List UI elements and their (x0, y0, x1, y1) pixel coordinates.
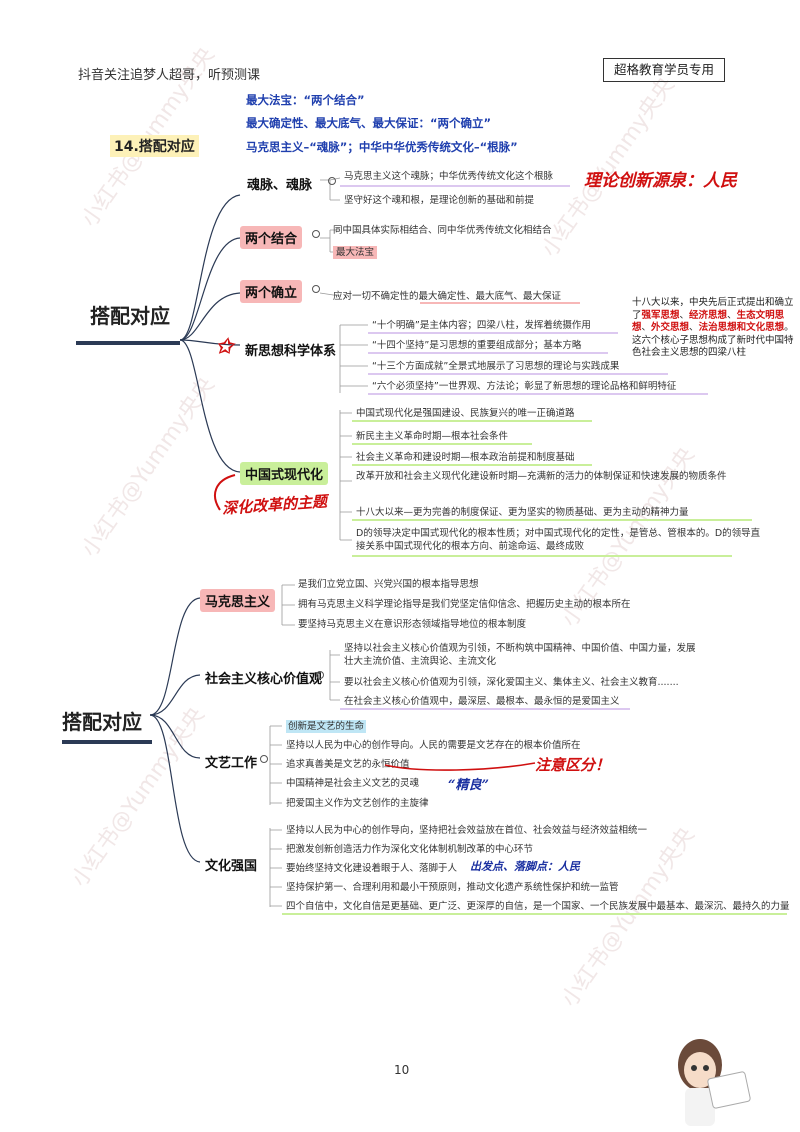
underline-bar (340, 708, 630, 710)
collapse-circle-icon (316, 671, 324, 679)
page-number: 10 (394, 1063, 410, 1077)
map2-leaf: 坚持保护第一、合理利用和最小干预原则，推动文化遗产系统性保护和统一监管 (286, 882, 619, 893)
collapse-circle-icon (260, 755, 268, 763)
underline-bar (352, 443, 532, 445)
map2-leaf: 坚持以人民为中心的创作导向，坚持把社会效益放在首位、社会效益与经济效益相统一 (286, 825, 648, 836)
map2-leaf: 四个自信中，文化自信是更基础、更广泛、更深厚的自信，是一个国家、一个民族发展中最… (286, 901, 790, 912)
map2-leaf: 坚持以社会主义核心价值观为引领，不断构筑中国精神、中国价值、中国力量，发展壮大主… (344, 643, 696, 667)
avatar-illustration (678, 1039, 751, 1126)
map2-leaf: 坚持以人民为中心的创作导向。人民的需要是文艺存在的根本价值所在 (286, 740, 581, 751)
map2-leaf: 要坚持马克思主义在意识形态领域指导地位的根本制度 (298, 619, 527, 630)
underline-bar (368, 373, 668, 375)
map1-leaf: 应对一切不确定性的最大确定性、最大底气、最大保证 (333, 291, 562, 302)
handwritten-note: 出发点、落脚点：人民 (470, 860, 580, 873)
map1-leaf: 坚守好这个魂和根，是理论创新的基础和前提 (344, 195, 535, 206)
underline-bar (420, 302, 580, 304)
map2-branch-hexin-jiazhiguan: 社会主义核心价值观 (205, 672, 323, 687)
map2-leaf: 追求真善美是文艺的永恒价值 (286, 759, 410, 770)
section-label: 14.搭配对应 (110, 135, 199, 157)
map2-leaf: 在社会主义核心价值观中，最深层、最根本、最永恒的是爱国主义 (344, 696, 620, 707)
underline-bar (368, 352, 608, 354)
map1-leaf: 最大法宝 (333, 246, 378, 259)
handwritten-note: “精良” (448, 778, 489, 793)
map1-leaf: 同中国具体实际相结合、同中华优秀传统文化相结合 (333, 225, 552, 236)
map1-branch-zhongguoshi: 中国式现代化 (240, 462, 329, 485)
map1-branch-hunmai: 魂脉、魂脉 (247, 178, 313, 193)
map1-leaf: 马克思主义这个魂脉；中华优秀传统文化这个根脉 (344, 171, 554, 182)
header-left-text: 抖音关注追梦人超哥，听预测课 (78, 68, 261, 83)
underline-bar (352, 519, 752, 521)
map2-branch-makesi: 马克思主义 (200, 589, 276, 612)
collapse-circle-icon (312, 230, 320, 238)
handwritten-note: 理论创新源泉：人民 (584, 171, 737, 191)
underline-bar (368, 393, 708, 395)
map1-branch-liangge-queli: 两个确立 (240, 280, 303, 303)
map1-leaf: 新民主主义革命时期—根本社会条件 (356, 431, 509, 442)
map1-leaf: 社会主义革命和建设时期—根本政治前提和制度基础 (356, 452, 575, 463)
map1-leaf: “六个必须坚持”一世界观、方法论；彰显了新思想的理论品格和鲜明特征 (372, 381, 677, 392)
intro-line-2: 最大确定性、最大底气、最大保证：“两个确立” (246, 116, 492, 130)
underline-bar (340, 185, 570, 187)
underline-bar (352, 420, 592, 422)
collapse-circle-icon (312, 285, 320, 293)
underline-bar (352, 464, 592, 466)
map1-leaf: 中国式现代化是强国建设、民族复兴的唯一正确道路 (356, 408, 575, 419)
map1-root-underline (76, 341, 180, 345)
map2-branch-wenhua-qiangguo: 文化强国 (205, 859, 258, 874)
underline-bar (282, 913, 787, 915)
map2-leaf: 把激发创新创造活力作为深化文化体制机制改革的中心环节 (286, 844, 534, 855)
map1-leaf: “十四个坚持”是习思想的重要组成部分；基本方略 (372, 340, 582, 351)
map1-leaf: 改革开放和社会主义现代化建设新时期—充满新的活力的体制保证和快速发展的物质条件 (356, 471, 727, 482)
underline-bar (368, 332, 618, 334)
map2-leaf: 拥有马克思主义科学理论指导是我们党坚定信仰信念、把握历史主动的根本所在 (298, 599, 631, 610)
side-note: 十八大以来，中央先后正式提出和确立了强军思想、经济思想、生态文明思想、外交思想、… (632, 297, 794, 358)
intro-line-3: 马克思主义–“魂脉”；中华中华优秀传统文化–“根脉” (246, 140, 518, 154)
star-mark-icon: ✩ (216, 334, 233, 358)
hand-arrow-icon (214, 474, 236, 511)
map2-leaf: 把爱国主义作为文艺创作的主旋律 (286, 798, 429, 809)
handwritten-note: 注意区分！ (535, 756, 611, 774)
map2-leaf: 要始终坚持文化建设着眼于人、落脚于人 (286, 863, 458, 874)
hand-arrow-icon (384, 762, 536, 771)
map1-leaf: “十三个方面成就”全景式地展示了习思想的理论与实践成果 (372, 361, 620, 372)
map2-root: 搭配对应 (62, 710, 142, 734)
map1-branch-liangge-jiehe: 两个结合 (240, 226, 303, 249)
map1-leaf: D的领导决定中国式现代化的根本性质；对中国式现代化的定性，是管总、管根本的。D的… (356, 528, 761, 552)
header-right-box: 超格教育学员专用 (603, 58, 725, 82)
intro-line-1: 最大法宝：“两个结合” (246, 93, 365, 107)
map2-leaf: 要以社会主义核心价值观为引领，深化爱国主义、集体主义、社会主义教育....... (344, 677, 679, 688)
map1-branch-xin-sixiang: 新思想科学体系 (245, 344, 337, 359)
map2-leaf: 中国精神是社会主义文艺的灵魂 (286, 778, 420, 789)
map2-root-underline (62, 740, 152, 744)
map2-leaf: 创新是文艺的生命 (286, 720, 367, 733)
collapse-circle-icon (328, 177, 336, 185)
underline-bar (352, 555, 732, 557)
map1-leaf: 十八大以来—更为完善的制度保证、更为坚实的物质基础、更为主动的精神力量 (356, 507, 689, 518)
map2-branch-wenyi-gongzuo: 文艺工作 (205, 756, 258, 771)
map2-leaf: 是我们立党立国、兴党兴国的根本指导思想 (298, 579, 479, 590)
map1-leaf: “十个明确”是主体内容；四梁八柱，发挥着统摄作用 (372, 320, 591, 331)
map1-root: 搭配对应 (90, 304, 170, 328)
